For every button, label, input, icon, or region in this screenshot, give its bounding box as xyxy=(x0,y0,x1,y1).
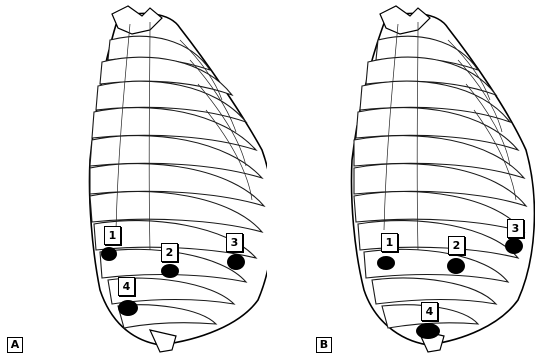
marker-label-3: 3 xyxy=(226,233,243,252)
marker-label-4: 4 xyxy=(421,302,438,321)
panel-label-b: B xyxy=(316,337,332,353)
marker-dot-4 xyxy=(416,323,440,339)
rib-cage-illustration-a xyxy=(0,0,267,356)
marker-dot-1 xyxy=(377,256,395,270)
marker-dot-4 xyxy=(118,300,138,316)
marker-label-4: 4 xyxy=(118,277,135,296)
marker-label-2: 2 xyxy=(448,236,465,255)
panel-label-a: A xyxy=(7,337,23,353)
marker-label-1: 1 xyxy=(381,233,398,252)
marker-label-1: 1 xyxy=(104,226,121,245)
marker-label-2: 2 xyxy=(161,243,178,262)
marker-dot-3 xyxy=(505,238,523,254)
marker-label-3: 3 xyxy=(507,219,524,238)
marker-dot-2 xyxy=(447,258,465,274)
panel-b: 1 2 3 4 B xyxy=(268,0,535,356)
marker-dot-3 xyxy=(227,254,245,270)
panel-a: 1 2 3 4 A xyxy=(0,0,267,356)
rib-cage-illustration-b xyxy=(268,0,535,356)
marker-dot-2 xyxy=(161,264,179,278)
marker-dot-1 xyxy=(101,247,117,261)
